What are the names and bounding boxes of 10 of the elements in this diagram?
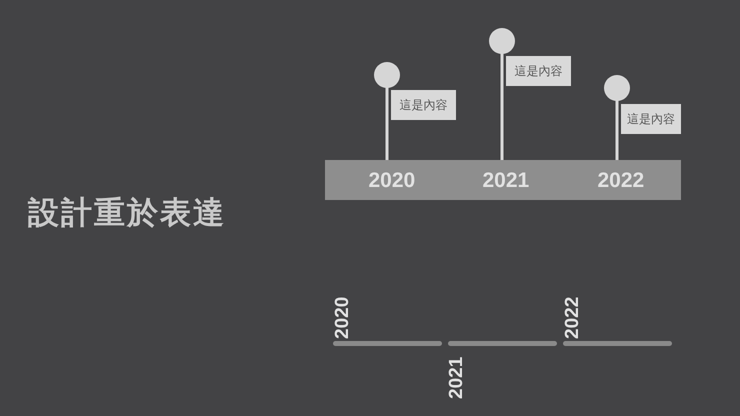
slide-title: 設計重於表達 — [28, 194, 226, 233]
year-label: 2021 — [482, 169, 530, 193]
year-label: 2020 — [333, 296, 353, 339]
year-label: 2022 — [563, 296, 583, 339]
year-label: 2022 — [598, 169, 644, 193]
flag-label: 這是內容 — [621, 104, 681, 134]
year-label: 2021 — [447, 356, 467, 399]
flag-label: 這是內容 — [506, 56, 571, 86]
flag-label: 這是內容 — [391, 90, 456, 120]
year-label: 2020 — [368, 169, 416, 193]
